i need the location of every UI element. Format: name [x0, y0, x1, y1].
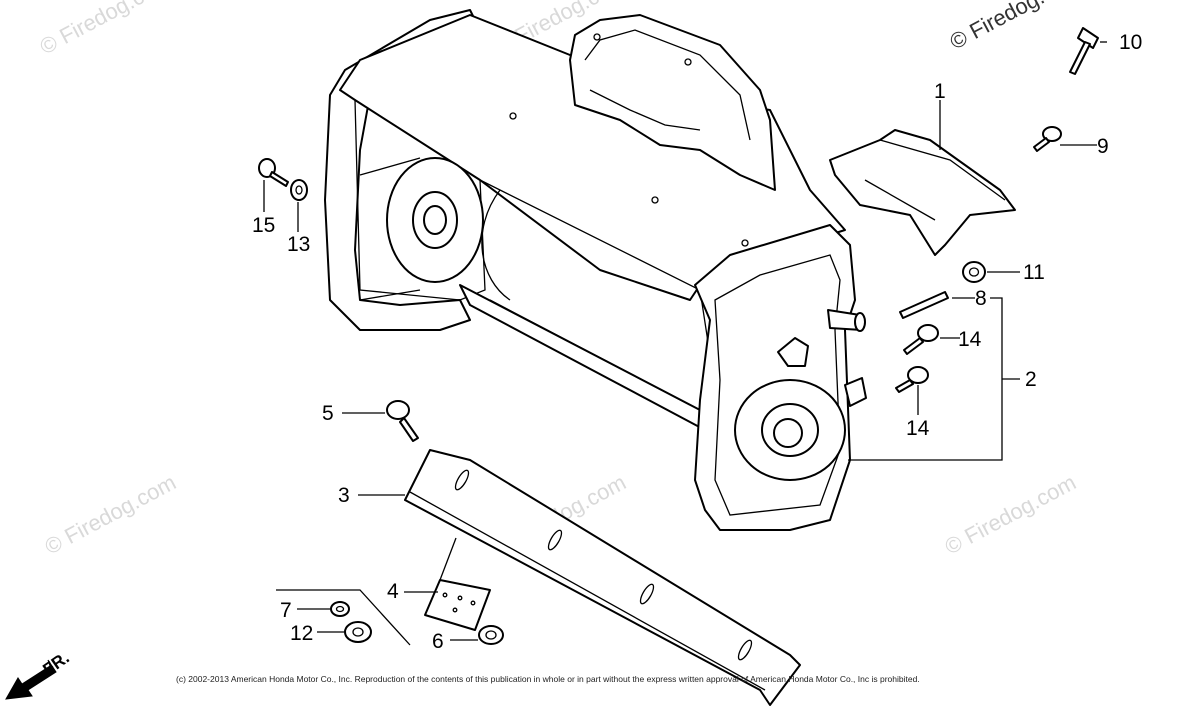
part-5-bolt: [386, 400, 419, 442]
arrow-icon: [5, 659, 57, 700]
callout-14: 14: [958, 328, 982, 351]
part-4-plate: [424, 579, 491, 631]
callout-9: 9: [1097, 135, 1109, 158]
callout-3: 3: [338, 484, 350, 507]
front-arrow: FR.: [5, 648, 73, 700]
callout-13: 13: [287, 233, 310, 256]
part-6-nut: [478, 625, 504, 645]
part-8-stud: [899, 291, 949, 319]
callout-1: 1: [934, 80, 946, 103]
part-12-nut: [344, 621, 372, 643]
callout-6: 6: [432, 630, 444, 653]
callouts: 1 2 3 4 5 6 7 8 9 10 11 12 13 14 14 15: [252, 31, 1142, 653]
part-3-scraper: [404, 449, 801, 706]
part-13-washer: [290, 179, 308, 201]
part-1-cover: [829, 129, 1016, 256]
watermark: © Firedog.com: [41, 469, 180, 559]
callout-7: 7: [280, 599, 292, 622]
callout-5: 5: [322, 402, 334, 425]
part-7-washer: [330, 601, 350, 617]
auger-housing: [324, 9, 867, 531]
callout-4: 4: [387, 580, 399, 603]
part-11-nut: [962, 261, 986, 283]
part-9-bolt: [1033, 126, 1062, 152]
part-14-bolt: [903, 324, 939, 355]
watermark: © Firedog.com: [946, 0, 1085, 54]
part-15-bolt: [258, 158, 289, 187]
part-14-bolt: [895, 366, 929, 393]
callout-15: 15: [252, 214, 275, 237]
callout-11: 11: [1023, 261, 1045, 284]
leader-lines: [263, 41, 1107, 646]
watermark: © Firedog.com: [36, 0, 175, 59]
callout-10: 10: [1119, 31, 1142, 54]
callout-8: 8: [975, 287, 987, 310]
part-10-bolt: [1069, 27, 1099, 75]
copyright-notice: (c) 2002-2013 American Honda Motor Co., …: [176, 674, 920, 684]
callout-14: 14: [906, 417, 930, 440]
callout-12: 12: [290, 622, 313, 645]
callout-2: 2: [1025, 368, 1037, 391]
watermark: © Firedog.com: [941, 469, 1080, 559]
